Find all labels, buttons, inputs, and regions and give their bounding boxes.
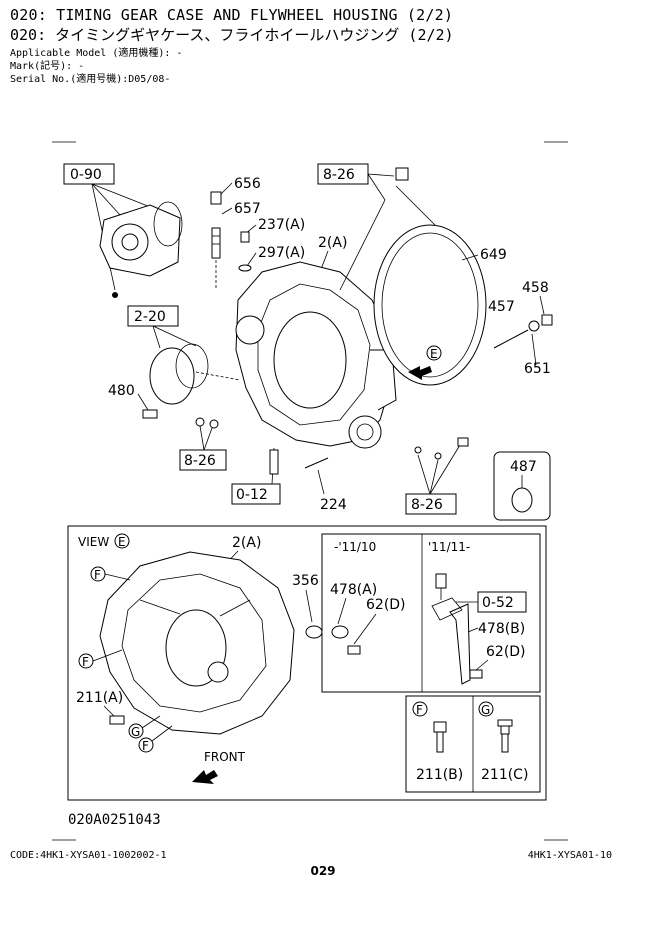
footer-code-right: 4HK1-XYSA01-10 (527, 850, 612, 861)
washer-297a (238, 264, 252, 272)
part-478a[interactable]: 478(A) (330, 582, 377, 598)
version-col-2: '11/11- (428, 540, 470, 554)
svg-text:2-20: 2-20 (134, 309, 166, 325)
part-649[interactable]: 649 (480, 247, 507, 263)
dowel-0-12 (269, 449, 279, 475)
svg-text:G: G (481, 703, 490, 717)
part-62d-b[interactable]: 62(D) (486, 644, 526, 660)
ref-0-52[interactable]: 0-52 (477, 591, 527, 613)
svg-text:F: F (142, 739, 149, 753)
svg-text:8-26: 8-26 (184, 453, 216, 469)
cover-assembly (99, 201, 183, 298)
front-label: FRONT (204, 750, 246, 764)
version-subframe (321, 533, 541, 693)
part-2a[interactable]: 2(A) (318, 235, 347, 251)
svg-text:F: F (416, 703, 423, 717)
callout-f-2[interactable]: F (78, 653, 94, 669)
bracket-478b (431, 573, 471, 685)
mark: Mark(記号): - (10, 61, 85, 72)
callout-f-1[interactable]: F (90, 566, 106, 582)
page-number: 029 (310, 864, 336, 878)
plate-478a (331, 625, 349, 639)
bolt-62d-a (347, 645, 361, 655)
view-label: VIEW (78, 535, 109, 549)
bolt-457 (493, 314, 553, 349)
flywheel-ring-649 (373, 224, 487, 386)
front-arrow (192, 770, 218, 784)
version-col-1: -'11/10 (334, 540, 376, 554)
svg-text:8-26: 8-26 (323, 167, 355, 183)
part-211c[interactable]: 211(C) (481, 767, 528, 783)
serial-no: Serial No.(適用号機):D05/08- (10, 74, 171, 85)
callout-g[interactable]: G (128, 723, 144, 739)
ref-0-12[interactable]: 0-12 (231, 483, 281, 505)
svg-text:F: F (94, 568, 101, 582)
part-2a-view[interactable]: 2(A) (232, 535, 261, 551)
part-211b[interactable]: 211(B) (416, 767, 463, 783)
ref-8-26-bottom[interactable]: 8-26 (405, 493, 457, 515)
callout-e[interactable]: E (426, 345, 442, 361)
footer-code-left: CODE:4HK1-XYSA01-1002002-1 (10, 850, 167, 861)
part-237a[interactable]: 237(A) (258, 217, 305, 233)
stud-657 (210, 191, 222, 259)
plug-356 (305, 625, 323, 639)
bolt-237a (240, 231, 250, 243)
part-224[interactable]: 224 (320, 497, 347, 513)
svg-text:E: E (118, 535, 126, 549)
svg-text:0-12: 0-12 (236, 487, 268, 503)
part-651[interactable]: 651 (524, 361, 551, 377)
stud-224 (304, 457, 329, 469)
bolt-480 (142, 409, 158, 419)
title-english: 020: TIMING GEAR CASE AND FLYWHEEL HOUSI… (10, 6, 454, 24)
bolt-211c (497, 719, 513, 753)
ref-8-26-top[interactable]: 8-26 (317, 163, 369, 185)
part-656[interactable]: 656 (234, 176, 261, 192)
part-657[interactable]: 657 (234, 201, 261, 217)
part-487-box[interactable]: 487 (493, 451, 551, 521)
bolt-211b (433, 721, 447, 753)
bolt-62d-b (469, 669, 483, 679)
flywheel-housing (235, 261, 397, 449)
part-480[interactable]: 480 (108, 383, 135, 399)
cover-2-20 (149, 343, 209, 405)
part-297a[interactable]: 297(A) (258, 245, 305, 261)
svg-text:487: 487 (510, 459, 537, 475)
ref-8-26-middle[interactable]: 8-26 (179, 449, 227, 471)
view-e-frame (67, 525, 547, 801)
part-211a[interactable]: 211(A) (76, 690, 123, 706)
callout-f-detail[interactable]: F (412, 701, 428, 717)
svg-text:0-90: 0-90 (70, 167, 102, 183)
applicable-model: Applicable Model (適用機種): - (10, 48, 183, 59)
arrow-e (408, 366, 432, 380)
callout-f-3[interactable]: F (138, 737, 154, 753)
part-62d-a[interactable]: 62(D) (366, 597, 406, 613)
part-457[interactable]: 457 (488, 299, 515, 315)
title-japanese: 020: タイミングギヤケース、フライホイールハウジング (2/2) (10, 26, 454, 44)
callout-e-view[interactable]: E (114, 533, 130, 549)
svg-text:F: F (82, 655, 89, 669)
part-478b[interactable]: 478(B) (478, 621, 525, 637)
ref-2-20[interactable]: 2-20 (127, 305, 179, 327)
part-458[interactable]: 458 (522, 280, 549, 296)
svg-text:E: E (430, 347, 438, 361)
drawing-code: 020A0251043 (68, 812, 161, 828)
svg-text:0-52: 0-52 (482, 595, 514, 611)
part-356[interactable]: 356 (292, 573, 319, 589)
callout-g-detail[interactable]: G (478, 701, 494, 717)
svg-text:G: G (131, 725, 140, 739)
ref-0-90[interactable]: 0-90 (63, 163, 115, 185)
bolt-211a (109, 715, 125, 725)
housing-rear-view (99, 551, 295, 735)
svg-text:8-26: 8-26 (411, 497, 443, 513)
